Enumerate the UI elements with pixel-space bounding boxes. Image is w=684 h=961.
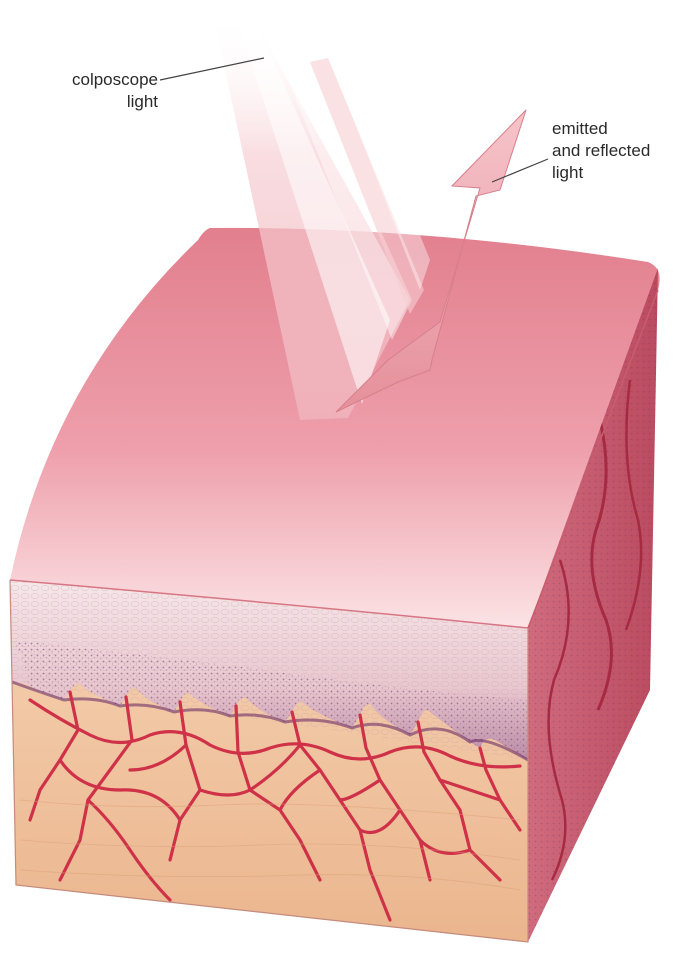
emitted-label-line2: and reflected [552,140,650,162]
colposcope-label-line2: light [30,91,158,113]
colposcope-label-line1: colposcope [30,69,158,91]
emitted-label-line1: emitted [552,118,650,140]
colposcope-light-label: colposcope light [30,69,158,113]
emitted-label-line3: light [552,162,650,184]
emitted-reflected-light-label: emitted and reflected light [552,118,650,184]
